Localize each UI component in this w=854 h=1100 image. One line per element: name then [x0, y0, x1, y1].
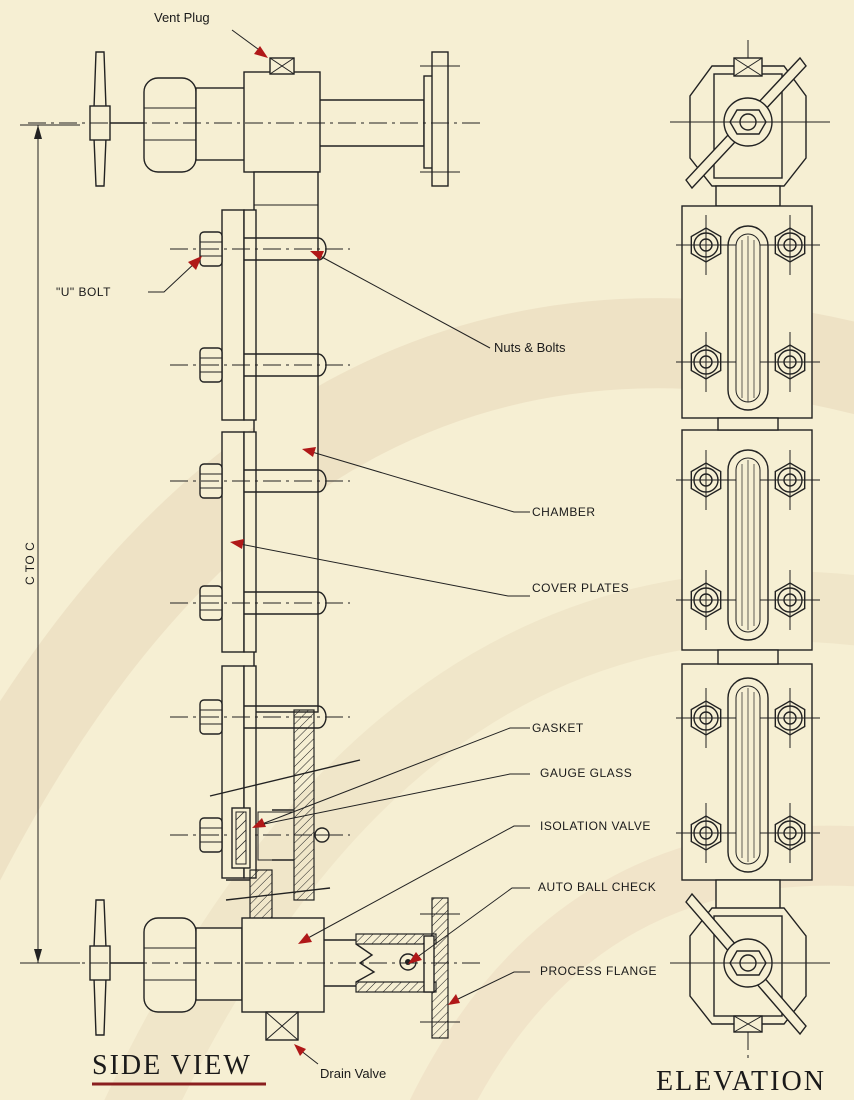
bottom-valve-elevation	[670, 879, 830, 1036]
u-bolts	[170, 231, 350, 853]
isolation-valve-label: ISOLATION VALVE	[540, 819, 651, 833]
elevation-title: ELEVATION	[656, 1066, 826, 1097]
gauge-glass-label: GAUGE GLASS	[540, 766, 632, 780]
top-valve-body	[243, 71, 321, 173]
hex-nut-icon	[676, 803, 736, 863]
cover-plates-label: COVER PLATES	[532, 581, 629, 595]
hex-nut-icon	[760, 332, 820, 392]
hex-nut-icon	[760, 215, 820, 275]
leader-lines	[148, 29, 530, 1065]
elevation-view	[670, 40, 830, 1060]
top-valve-elevation	[670, 56, 830, 207]
elevation-nuts	[676, 215, 820, 863]
hex-nut-icon	[676, 450, 736, 510]
vent-plug-label: Vent Plug	[154, 10, 210, 25]
gasket-label: GASKET	[532, 721, 584, 735]
vent-plug	[269, 57, 295, 75]
cover-plate	[221, 209, 245, 421]
hex-nut-icon	[760, 570, 820, 630]
hex-nut-icon	[676, 570, 736, 630]
bottom-handwheel-icon	[89, 899, 145, 1036]
hex-nut-icon	[676, 332, 736, 392]
process-flange	[420, 897, 460, 1039]
elevation-section-2	[681, 429, 813, 651]
c-to-c-label: C TO C	[23, 542, 37, 585]
isolation-valve-body	[241, 917, 325, 1013]
side-view	[20, 51, 485, 1041]
top-handwheel-icon	[89, 51, 145, 187]
u-bolt-label: "U" BOLT	[56, 285, 111, 299]
hex-nut-icon	[760, 803, 820, 863]
chamber-label: CHAMBER	[532, 505, 596, 519]
hex-nut-icon	[760, 688, 820, 748]
auto-ball-check-label: AUTO BALL CHECK	[538, 880, 656, 894]
drain-valve	[265, 1011, 299, 1041]
top-gland-nut	[143, 77, 247, 173]
hex-nut-icon	[676, 688, 736, 748]
side-view-title: SIDE VIEW	[92, 1050, 252, 1081]
section-cutaway	[209, 709, 361, 921]
nuts-bolts-label: Nuts & Bolts	[494, 340, 566, 355]
bottom-gland-nut	[143, 917, 243, 1013]
hex-nut-icon	[676, 215, 736, 275]
chamber	[253, 171, 319, 713]
hex-nut-icon	[760, 450, 820, 510]
process-flange-label: PROCESS FLANGE	[540, 964, 657, 978]
drain-valve-label: Drain Valve	[320, 1066, 386, 1081]
top-flange	[420, 51, 460, 187]
